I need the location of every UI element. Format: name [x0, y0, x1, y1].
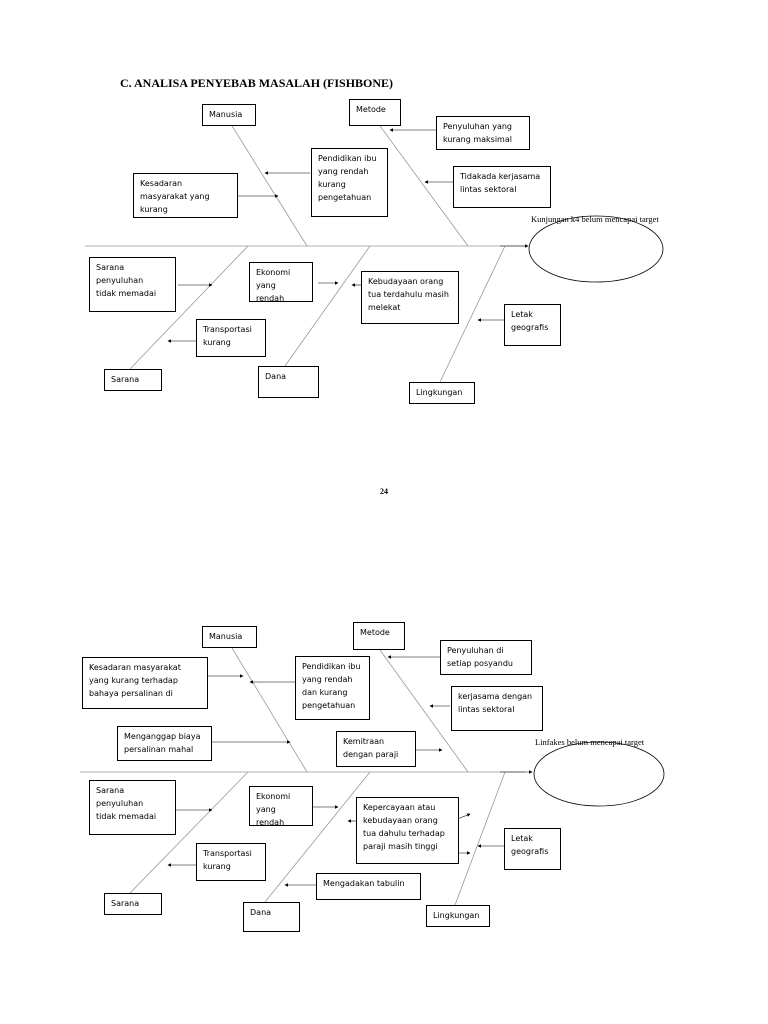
d1-bone-sarana [129, 245, 249, 370]
d2-bone-sarana [129, 771, 249, 894]
d2-bone-metode [379, 649, 469, 773]
d2-box-kesadaran: Kesadaran masyarakat yang kurang terhada… [82, 657, 208, 709]
d1-box-dana: Dana [258, 366, 319, 398]
d1-box-letak: Letak geografis [504, 304, 561, 346]
d2-box-pendidikan: Pendidikan ibu yang rendah dan kurang pe… [295, 656, 370, 720]
page-number: 24 [380, 487, 388, 496]
d1-box-metode: Metode [349, 99, 401, 126]
d1-box-ekonomi: Ekonomi yang rendah [249, 262, 313, 302]
d1-box-transportasi: Transportasi kurang [196, 319, 266, 357]
d2-effect-text: Linfakes belum mencapai target [535, 737, 645, 747]
d2-box-metode: Metode [353, 622, 405, 650]
d2-box-kerjasama: kerjasama dengan lintas sektoral [451, 686, 543, 731]
d2-box-transportasi: Transportasi kurang [196, 843, 266, 881]
d2-box-ekonomi: Ekonomi yang rendah [249, 786, 313, 826]
d2-box-dana: Dana [243, 902, 300, 932]
d2-box-lingkungan: Lingkungan [426, 905, 490, 927]
d1-effect-ellipse [528, 215, 664, 283]
d1-box-sarana: Sarana [104, 369, 162, 391]
d2-box-kemitraan: Kemitraan dengan paraji [336, 731, 416, 767]
d1-bone-dana [284, 245, 371, 367]
d2-box-letak: Letak geografis [504, 828, 561, 870]
d1-effect-text: Kunjungan k4 belum mencapai target [531, 214, 659, 224]
d2-box-tabulin: Mengadakan tabulin [316, 873, 421, 900]
d1-bone-metode [379, 125, 469, 247]
d2-box-menganggap: Menganggap biaya persalinan mahal [117, 726, 212, 761]
d1-box-pendidikan: Pendidikan ibu yang rendah kurang penget… [311, 148, 388, 217]
d1-box-lingkungan: Lingkungan [409, 382, 475, 404]
d1-box-kesadaran: Kesadaran masyarakat yang kurang [133, 173, 238, 218]
section-title: C. ANALISA PENYEBAB MASALAH (FISHBONE) [120, 76, 394, 90]
d1-box-penyuluhan: Penyuluhan yang kurang maksimal [436, 116, 530, 150]
d1-box-kerjasama: Tidakada kerjasama lintas sektoral [453, 166, 551, 208]
d1-bone-lingkungan [439, 245, 506, 383]
d2-bone-lingkungan [454, 771, 506, 906]
d1-box-kebudayaan: Kebudayaan orang tua terdahulu masih mel… [361, 271, 459, 324]
d1-bone-manusia [231, 125, 308, 247]
d2-box-kepercayaan: Kepercayaan atau kebudayaan orang tua da… [356, 797, 459, 864]
d2-bone-dana [264, 771, 371, 903]
d1-box-manusia: Manusia [202, 104, 256, 126]
d2-box-sarana-penyuluhan: Sarana penyuluhan tidak memadai [89, 780, 176, 835]
d2-box-penyuluhan: Penyuluhan di setiap posyandu [440, 640, 532, 675]
d2-box-sarana: Sarana [104, 893, 162, 915]
d1-box-sarana-penyuluhan: Sarana penyuluhan tidak memadai [89, 257, 176, 312]
d2-box-manusia: Manusia [202, 626, 257, 648]
d2-bone-manusia [231, 647, 308, 773]
d2-effect-ellipse [533, 741, 665, 807]
